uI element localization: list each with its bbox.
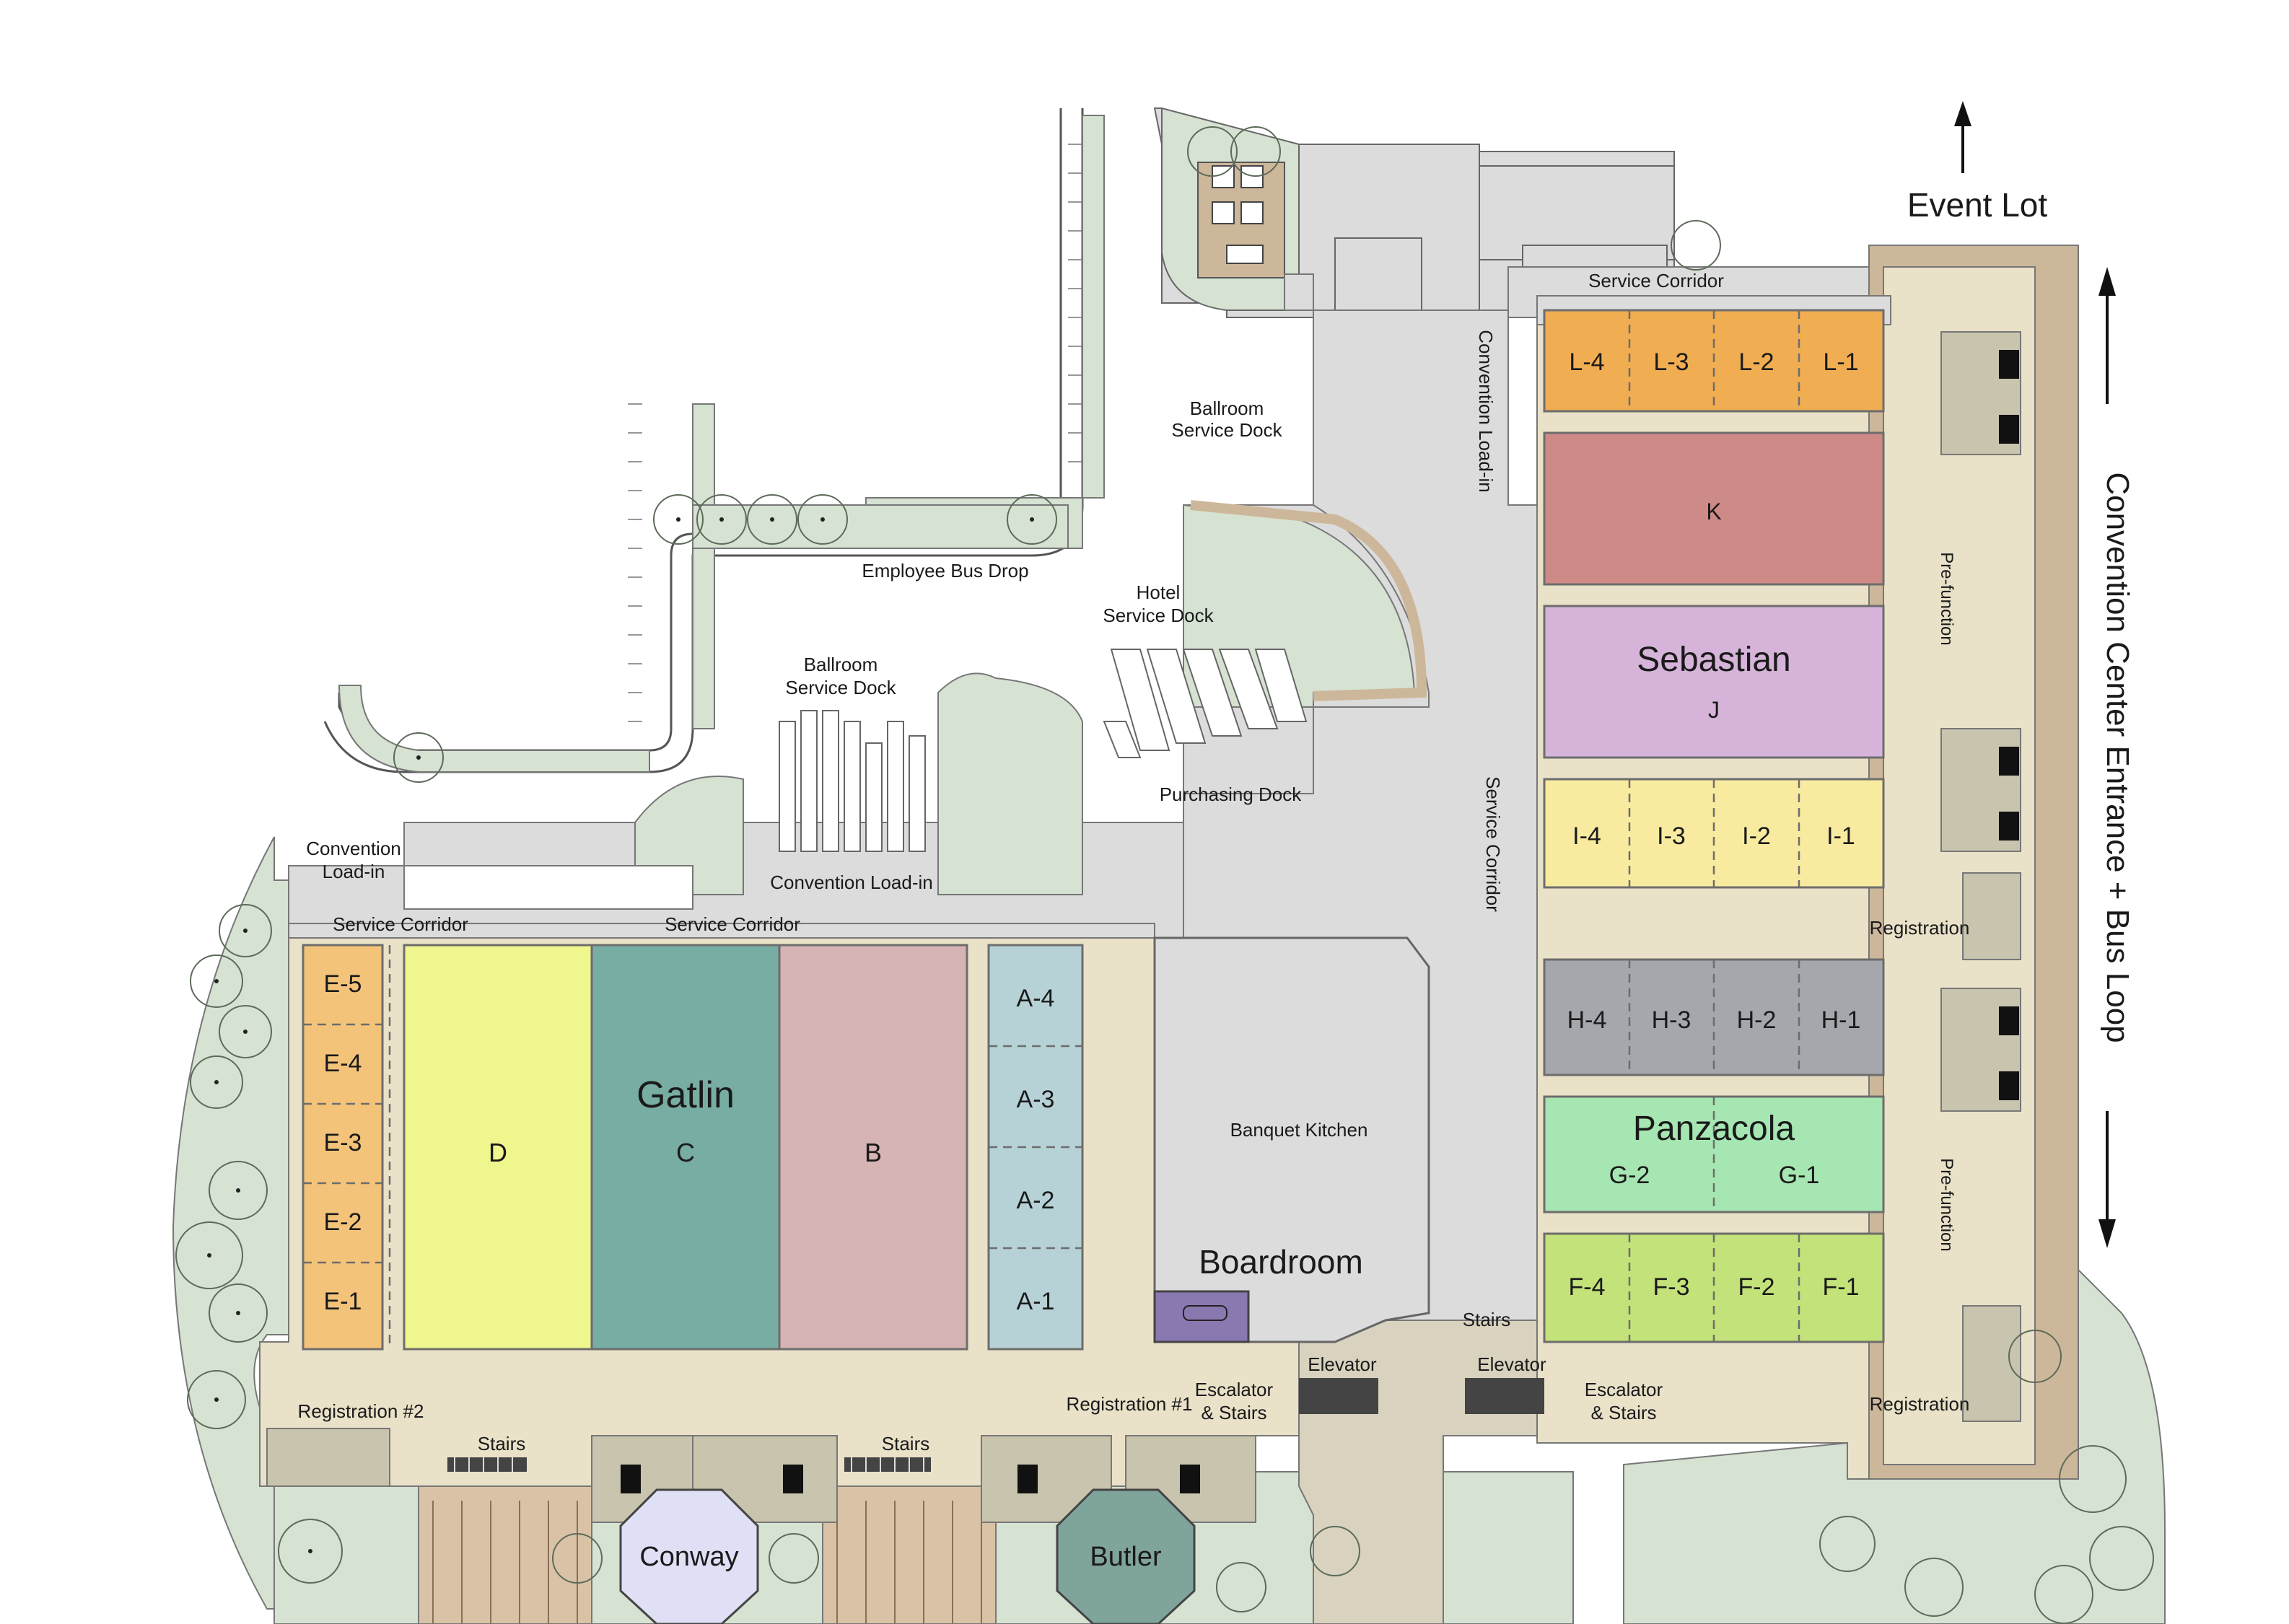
bus-direction-arrow-icon — [2098, 267, 2116, 1248]
room-j[interactable] — [1543, 605, 1885, 759]
ballroom-dock-left-label-2: Service Dock — [785, 677, 896, 698]
green-strip-top — [865, 115, 1105, 549]
room-label-l4: L-4 — [1569, 348, 1604, 376]
room-e — [302, 944, 384, 1351]
prefunction-label-1: Pre-function — [1937, 552, 1956, 645]
room-label-a4: A-4 — [1017, 985, 1055, 1012]
room-label-e4: E-4 — [324, 1050, 362, 1077]
room-g — [1543, 1095, 1885, 1213]
employee-bus-drop-label: Employee Bus Drop — [862, 560, 1028, 581]
room-label-i1: I-1 — [1826, 822, 1855, 850]
room-label-h2: H-2 — [1737, 1006, 1777, 1034]
conway-room[interactable] — [619, 1488, 759, 1624]
hotel-dock-label-2: Service Dock — [1103, 605, 1214, 626]
room-label-b: B — [865, 1138, 882, 1167]
room-label-i3: I-3 — [1657, 822, 1686, 850]
elevator-label-1: Elevator — [1308, 1353, 1377, 1375]
butler-room[interactable] — [1056, 1488, 1196, 1624]
butler-label: Butler — [1090, 1542, 1162, 1572]
elevator-label-2: Elevator — [1477, 1353, 1546, 1375]
prefunction-label-2: Pre-function — [1937, 1158, 1956, 1251]
south-wing — [266, 1428, 1256, 1624]
ballroom-dock-left-label-1: Ballroom — [804, 654, 878, 675]
room-label-a2: A-2 — [1017, 1187, 1055, 1214]
banquet-kitchen-label: Banquet Kitchen — [1230, 1119, 1368, 1141]
room-label-h4: H-4 — [1567, 1006, 1607, 1034]
entrance-label: Convention Center Entrance + Bus Loop — [2100, 472, 2135, 1043]
purchasing-dock-label: Purchasing Dock — [1160, 784, 1303, 805]
room-label-e3: E-3 — [324, 1129, 362, 1156]
tree-icons — [175, 126, 2154, 1624]
room-label-d: D — [489, 1138, 507, 1167]
room-label-f4: F-4 — [1569, 1273, 1606, 1301]
restroom-icon — [621, 350, 2019, 1493]
convention-loadin-left-label-1: Convention — [306, 838, 401, 859]
room-label-a3: A-3 — [1017, 1086, 1055, 1113]
panzacola-label: Panzacola — [1633, 1110, 1795, 1148]
room-label-h3: H-3 — [1652, 1006, 1691, 1034]
service-corridor-vertical-label: Service Corridor — [1482, 776, 1504, 912]
room-k[interactable] — [1543, 431, 1885, 586]
room-label-h1: H-1 — [1821, 1006, 1861, 1034]
room-a — [987, 944, 1084, 1351]
room-label-f2: F-2 — [1738, 1273, 1775, 1301]
escalator-label-2b: & Stairs — [1590, 1402, 1656, 1423]
room-label-e1: E-1 — [324, 1288, 362, 1315]
conway-label: Conway — [639, 1542, 738, 1572]
sebastian-label: Sebastian — [1637, 641, 1791, 679]
room-label-a1: A-1 — [1017, 1288, 1055, 1315]
stairs-label-1: Stairs — [478, 1433, 525, 1454]
convention-loadin-left-label-2: Load-in — [323, 861, 385, 882]
room-l — [1543, 309, 1885, 413]
convention-loadin-vertical-label: Convention Load-in — [1475, 330, 1497, 493]
room-label-g1: G-1 — [1779, 1162, 1820, 1189]
room-label-f3: F-3 — [1653, 1273, 1690, 1301]
boardroom-room[interactable] — [1153, 1290, 1250, 1343]
registration-label-1: Registration — [1870, 917, 1970, 939]
room-label-j: J — [1708, 697, 1720, 723]
room-i — [1543, 778, 1885, 889]
escalator-label-1a: Escalator — [1195, 1379, 1274, 1400]
escalator-label-2a: Escalator — [1585, 1379, 1663, 1400]
room-label-e2: E-2 — [324, 1208, 362, 1236]
service-corridor-mid-label: Service Corridor — [665, 913, 800, 935]
room-label-f1: F-1 — [1823, 1273, 1860, 1301]
registration-2-label: Registration #2 — [298, 1400, 424, 1422]
gatlin-label: Gatlin — [636, 1074, 735, 1116]
convention-loadin-mid-label: Convention Load-in — [770, 872, 933, 893]
room-d[interactable] — [403, 944, 593, 1351]
room-label-c: C — [676, 1138, 695, 1167]
ballroom-dock-top-label-1: Ballroom — [1190, 398, 1264, 419]
room-label-k: K — [1706, 499, 1721, 524]
garden-east — [1623, 1260, 2166, 1624]
right-ballroom — [1543, 309, 1885, 1343]
service-corridor-left-label: Service Corridor — [333, 913, 468, 935]
registration-1-label: Registration #1 — [1067, 1393, 1193, 1415]
room-f — [1543, 1232, 1885, 1343]
room-label-g2: G-2 — [1609, 1162, 1650, 1189]
hotel-dock-label-1: Hotel — [1137, 581, 1181, 603]
room-h — [1543, 958, 1885, 1076]
registration-label-2: Registration — [1870, 1393, 1970, 1415]
escalator-label-1b: & Stairs — [1201, 1402, 1266, 1423]
gatlin-ballroom — [302, 944, 1084, 1351]
service-corridor-top-label: Service Corridor — [1588, 270, 1724, 291]
room-b[interactable] — [778, 944, 968, 1351]
room-label-l2: L-2 — [1738, 348, 1774, 376]
stairs-label-3: Stairs — [1463, 1309, 1510, 1330]
room-label-i4: I-4 — [1572, 822, 1601, 850]
stairs-label-2: Stairs — [882, 1433, 929, 1454]
ballroom-dock-top-label-2: Service Dock — [1171, 419, 1282, 441]
room-label-e5: E-5 — [324, 970, 362, 998]
room-label-l1: L-1 — [1823, 348, 1858, 376]
north-arrow-icon — [1954, 101, 1971, 173]
room-label-l3: L-3 — [1653, 348, 1689, 376]
room-label-i2: I-2 — [1742, 822, 1771, 850]
event-lot-label: Event Lot — [1907, 186, 2048, 224]
boardroom-label: Boardroom — [1199, 1243, 1363, 1281]
